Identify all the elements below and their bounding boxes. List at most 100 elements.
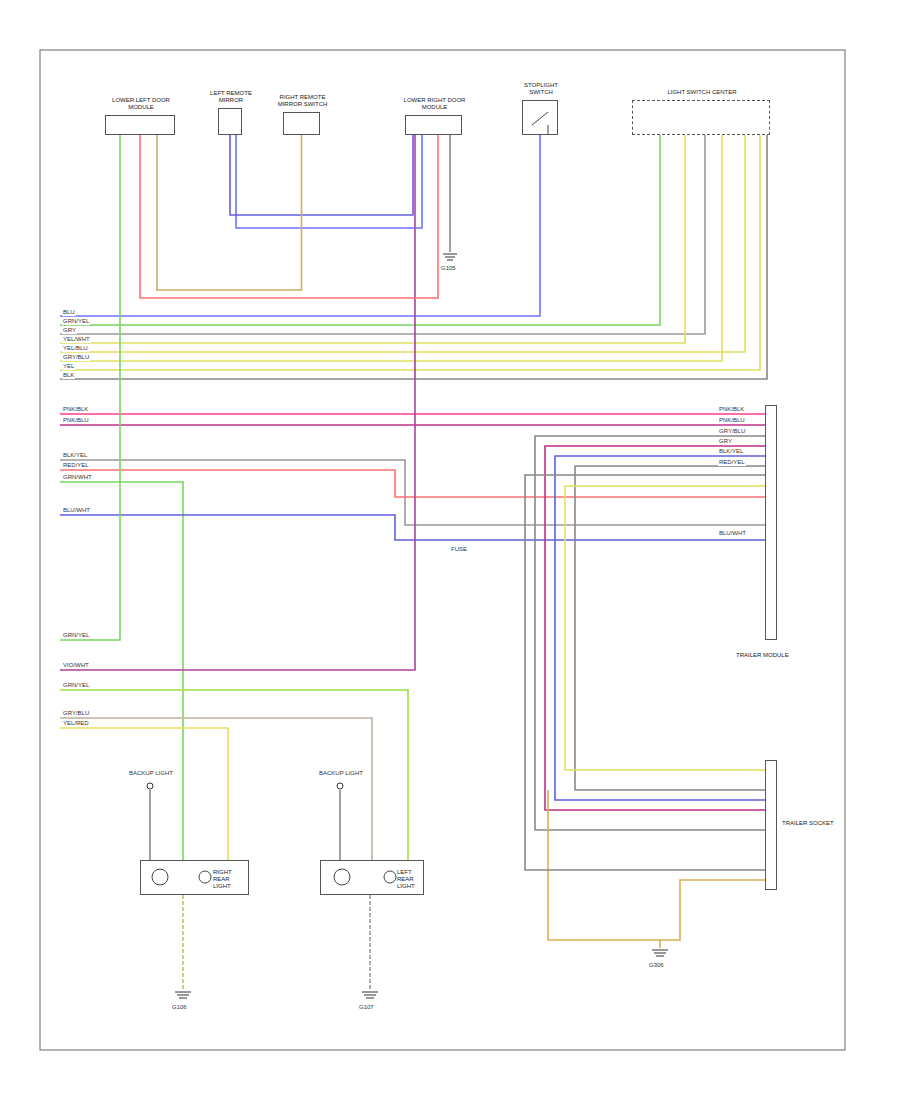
wire-code: BLK [62, 372, 75, 379]
wire [60, 135, 120, 640]
wire-code: G306 [648, 962, 665, 969]
wire-code: G106 [171, 1004, 188, 1011]
wire-code: BACKUP LIGHT [128, 770, 174, 777]
wire-code: GRY/BLU [718, 428, 746, 435]
component-name: LEFT REAR LIGHT [397, 869, 420, 890]
wire-code: PNK/BLK [62, 406, 89, 413]
wire-code: GRY [718, 438, 733, 445]
wire [60, 413, 765, 415]
component-name: RIGHT REAR LIGHT [213, 869, 245, 890]
ground-symbol [443, 254, 457, 260]
wire [535, 436, 765, 830]
wire-code: GRY/BLU [62, 354, 90, 361]
wire [60, 718, 372, 860]
wire-code: RED/YEL [62, 462, 90, 469]
wire-code: BACKUP LIGHT [318, 770, 364, 777]
component-name: STOPLIGHT SWITCH [516, 82, 566, 96]
wire [60, 135, 685, 343]
wire-code: YEL/RED [62, 720, 90, 727]
component-box: TRAILER SOCKET [765, 760, 777, 890]
component-name: LEFT REMOTE MIRROR [209, 90, 253, 104]
component-name: LIGHT SWITCH CENTER [667, 89, 736, 96]
wire [60, 135, 660, 325]
wire [182, 895, 184, 990]
wire-code: GRN/YEL [62, 682, 90, 689]
wire-code: G107 [358, 1004, 375, 1011]
wire [236, 135, 422, 228]
wire [60, 482, 183, 860]
wire [548, 790, 660, 940]
component-name: LOWER RIGHT DOOR MODULE [400, 97, 470, 111]
wire-code: GRN/YEL [62, 632, 90, 639]
wire-code: FUSE [450, 546, 468, 553]
wire-code: BLU/WHT [718, 530, 747, 537]
wire-code: VIO/WHT [62, 662, 90, 669]
wire [149, 790, 151, 860]
connector-symbol [147, 783, 153, 789]
wire-code: BLU [62, 309, 76, 316]
wire [60, 424, 765, 426]
lamp-symbol [199, 871, 211, 883]
wire [449, 135, 451, 252]
wire-code: PNK/BLU [62, 417, 90, 424]
wire-code: GRN/YEL [62, 318, 90, 325]
wire [369, 895, 371, 990]
component-box: LOWER LEFT DOOR MODULE [105, 115, 175, 135]
component-box: LIGHT SWITCH CENTER [632, 100, 770, 135]
component-name: LOWER LEFT DOOR MODULE [101, 97, 181, 111]
wire-connector [157, 135, 302, 290]
component-box: LOWER RIGHT DOOR MODULE [405, 115, 462, 135]
wire-code: GRN/WHT [62, 474, 93, 481]
wire [140, 135, 438, 298]
wire [60, 135, 745, 352]
wire-code: GRY [62, 327, 77, 334]
wire [60, 135, 767, 379]
component-name: TRAILER MODULE [736, 652, 789, 659]
wire-connector [525, 475, 765, 870]
wire [60, 135, 722, 361]
connector-symbol [337, 783, 343, 789]
wire [60, 690, 408, 860]
wire [60, 135, 415, 670]
wire-code: YEL [62, 363, 75, 370]
wire [575, 466, 765, 790]
wire [60, 728, 228, 860]
wire [60, 135, 540, 316]
wire-code: BLU/WHT [62, 507, 91, 514]
wire [555, 456, 765, 800]
lamp-symbol [334, 869, 350, 885]
wire [545, 446, 765, 810]
switch-symbol [532, 112, 548, 135]
ground-symbol [362, 992, 378, 998]
component-box: LEFT REMOTE MIRROR [218, 108, 242, 135]
wire [660, 880, 765, 948]
wire [565, 486, 765, 770]
wire [339, 790, 341, 860]
page-frame [40, 50, 845, 1050]
wire-code: GRY/BLU [62, 710, 90, 717]
wire-code: PNK/BLU [718, 417, 746, 424]
wire [60, 515, 765, 540]
lamp-symbol [384, 871, 396, 883]
wire-code: RED/YEL [718, 459, 746, 466]
component-box: TRAILER MODULE [765, 405, 777, 640]
ground-symbol [175, 992, 191, 998]
wire-code: BLK/YEL [62, 452, 88, 459]
component-box: STOPLIGHT SWITCH [522, 100, 558, 135]
component-box: RIGHT REAR LIGHT [140, 860, 249, 895]
component-box: LEFT REAR LIGHT [320, 860, 424, 895]
wire-code: PNK/BLK [718, 406, 745, 413]
component-box: RIGHT REMOTE MIRROR SWITCH [283, 112, 320, 135]
ground-symbol [652, 950, 668, 956]
lamp-symbol [152, 869, 168, 885]
wire-code: BLK/YEL [718, 448, 744, 455]
component-name: RIGHT REMOTE MIRROR SWITCH [278, 94, 328, 108]
wire-code: YEL/WHT [62, 336, 91, 343]
wire [60, 470, 765, 497]
wire-code: G105 [440, 265, 457, 272]
component-name: TRAILER SOCKET [782, 820, 834, 827]
wire [60, 135, 705, 334]
wire-code: YEL/BLU [62, 345, 89, 352]
wire [60, 135, 760, 370]
wire-connector [230, 135, 413, 215]
